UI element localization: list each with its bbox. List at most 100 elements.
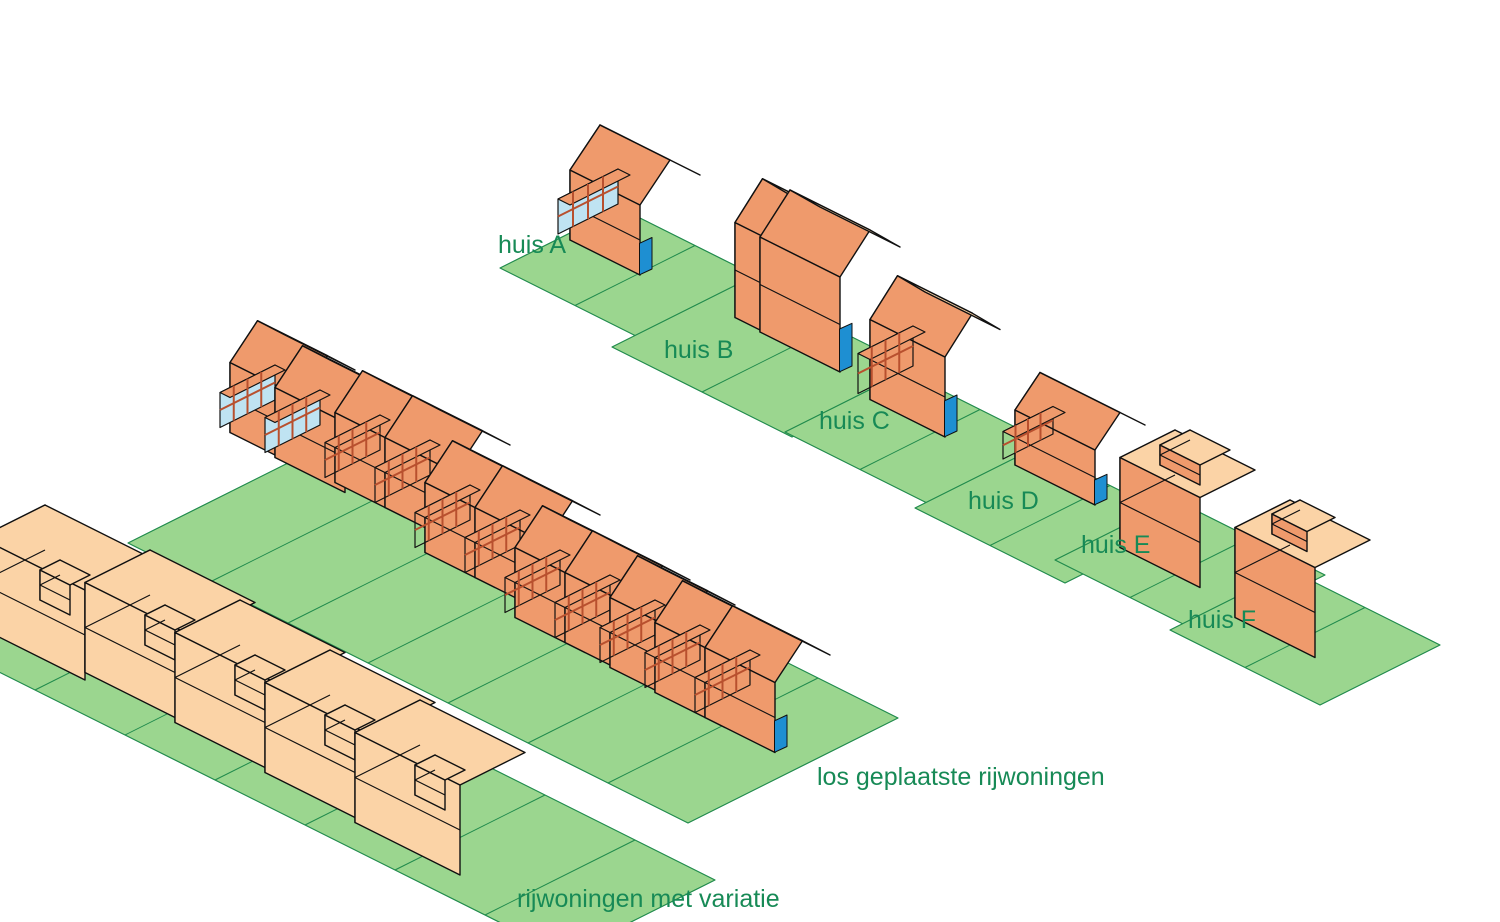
porch-rail	[557, 185, 619, 218]
building-huis-e-bay	[1159, 429, 1231, 486]
roof-back	[591, 530, 691, 581]
porch-rail	[694, 666, 751, 696]
row-house-11	[694, 605, 831, 754]
floor-line	[324, 729, 356, 746]
floor-line	[0, 591, 86, 636]
floor-line	[1159, 439, 1191, 456]
label-huis-b: huis B	[664, 336, 734, 364]
floor-line	[39, 574, 61, 586]
top-face	[234, 654, 286, 681]
floor-line	[144, 629, 176, 646]
variation-block-2-bay	[144, 604, 196, 661]
porch-rail	[644, 641, 701, 671]
plot-divider	[859, 409, 981, 470]
label-huis-f: huis F	[1188, 606, 1257, 634]
roof-back	[256, 320, 356, 371]
plot-divider	[607, 677, 819, 784]
roof-back	[1039, 371, 1146, 426]
ground-plots	[0, 207, 1441, 922]
porch-roof	[557, 168, 631, 206]
building-huis-d	[1002, 371, 1146, 506]
porch-rail	[324, 431, 381, 461]
top-face	[39, 559, 91, 586]
floor-line	[414, 779, 446, 796]
roof-back	[896, 275, 1001, 331]
variation-block-5-bay	[414, 754, 466, 811]
floor-line	[1234, 571, 1316, 614]
floor-line	[234, 679, 266, 696]
porch-rail	[374, 456, 431, 486]
porch-rail	[264, 406, 321, 436]
porch-rail	[554, 591, 611, 621]
porch-roof	[464, 509, 531, 544]
floor-line	[354, 776, 461, 831]
label-huis-d: huis D	[968, 487, 1039, 515]
floor-line	[264, 726, 371, 781]
label-huis-a: huis A	[498, 231, 567, 259]
floor-line	[174, 644, 241, 679]
floor-line	[264, 694, 331, 729]
floor-line	[1234, 544, 1291, 574]
floor-line	[0, 549, 46, 574]
porch-rail	[464, 526, 521, 556]
variation-block-5	[354, 699, 526, 876]
door-panel	[944, 394, 958, 438]
floor-line	[234, 669, 256, 681]
porch-rail	[599, 616, 656, 646]
floor-line	[1119, 474, 1176, 504]
porch-roof	[694, 649, 761, 684]
building-huis-b-front	[759, 189, 901, 373]
floor-line	[1119, 501, 1201, 544]
floor-line	[1271, 523, 1308, 543]
floor-line	[704, 681, 776, 719]
roof-back	[731, 605, 831, 656]
floor-line	[1159, 454, 1201, 476]
top-face	[1159, 429, 1231, 466]
porch-roof	[414, 484, 481, 519]
label-huis-c: huis C	[819, 407, 890, 435]
roof-back	[501, 465, 601, 516]
floor-line	[869, 358, 946, 398]
building-huis-c	[857, 275, 1001, 438]
roof-back	[599, 124, 701, 176]
plot-divider	[484, 839, 636, 916]
floor-line	[759, 283, 841, 326]
label-rijwoningen-met-variatie: rijwoningen met variatie	[517, 885, 780, 913]
porch-roof	[857, 325, 926, 361]
floor-line	[414, 769, 436, 781]
building-huis-a	[557, 124, 701, 276]
floor-line	[174, 676, 281, 731]
porch-roof	[599, 599, 666, 634]
door-panel	[839, 322, 853, 373]
porch-roof	[374, 439, 441, 474]
porch-roof	[554, 574, 621, 609]
door-panel	[639, 237, 653, 276]
porch-roof	[219, 364, 286, 399]
top-face	[144, 604, 196, 631]
top-face	[324, 704, 376, 731]
porch-roof	[324, 414, 391, 449]
label-huis-e: huis E	[1081, 531, 1151, 559]
door-panel	[774, 714, 788, 753]
roof-back	[636, 555, 736, 606]
floor-line	[354, 744, 421, 779]
floor-line	[324, 719, 346, 731]
porch-roof	[644, 624, 711, 659]
porch-rail	[857, 345, 914, 375]
porch-rail	[1002, 419, 1054, 447]
porch-rail	[219, 381, 276, 411]
porch-rail	[504, 566, 561, 596]
plot-divider	[394, 794, 546, 871]
porch-roof	[504, 549, 571, 584]
floor-line	[84, 594, 151, 629]
variation-block-1-bay	[39, 559, 91, 616]
top-face	[1271, 499, 1336, 533]
door-panel	[1094, 473, 1108, 506]
top-face	[354, 699, 526, 786]
floor-line	[84, 626, 191, 681]
label-los-geplaatste-rijwoningen: los geplaatste rijwoningen	[817, 763, 1105, 791]
building-huis-f-bay	[1271, 499, 1336, 553]
top-face	[414, 754, 466, 781]
